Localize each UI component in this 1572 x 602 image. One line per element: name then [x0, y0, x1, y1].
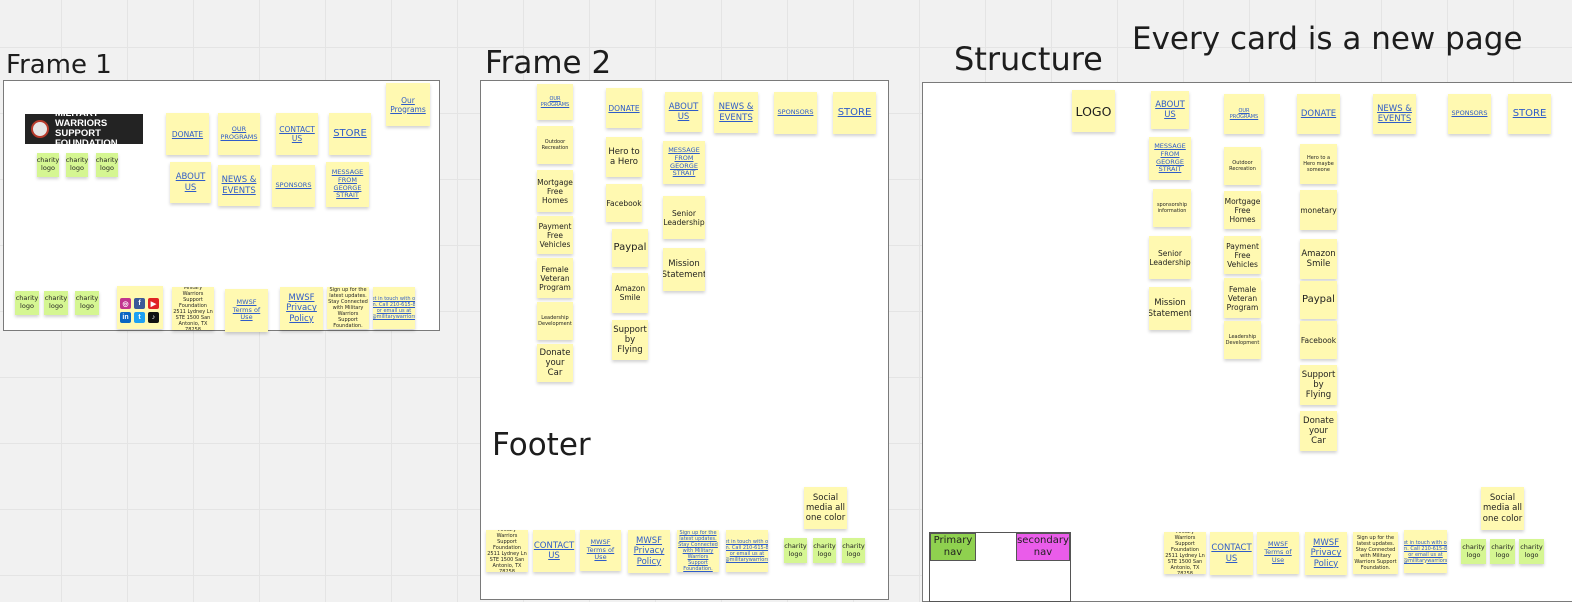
sticky-payment-free-vehicles[interactable]: Payment Free Vehicles	[1224, 236, 1261, 274]
sticky-news-events[interactable]: NEWS & EVENTS	[1373, 94, 1416, 134]
sticky-donate-your-car[interactable]: Donate your Car	[1300, 411, 1337, 451]
sticky-sponsors[interactable]: SPONSORS	[272, 165, 315, 207]
sticky-mortgage-free-homes[interactable]: Mortgage Free Homes	[1224, 191, 1261, 229]
sticky-address[interactable]: Military Warriors Support Foundation 251…	[486, 530, 528, 572]
sticky-about-us[interactable]: ABOUT US	[665, 92, 702, 132]
sticky-senior-leadership[interactable]: Senior Leadership	[1149, 236, 1191, 279]
sticky-contact-us[interactable]: CONTACT US	[276, 113, 318, 155]
instagram-icon[interactable]: ◎	[120, 298, 131, 309]
sticky-outdoor-recreation[interactable]: Outdoor Recreation	[537, 126, 573, 164]
sticky-store[interactable]: STORE	[329, 113, 371, 155]
sticky-hero-to-hero[interactable]: Hero to a Hero	[606, 137, 642, 177]
sticky-privacy-policy[interactable]: MWSF Privacy Policy	[1305, 532, 1347, 575]
sticky-terms-of-use[interactable]: MWSF Terms of Use	[1257, 532, 1299, 574]
sticky-privacy-policy[interactable]: MWSF Privacy Policy	[628, 530, 670, 573]
sticky-payment-free-vehicles[interactable]: Payment Free Vehicles	[537, 216, 573, 254]
footer-title: Footer	[492, 427, 591, 463]
sticky-mission-statement[interactable]: Mission Statement	[663, 248, 705, 291]
charity-logo-2[interactable]: charity logo	[1490, 539, 1515, 564]
sticky-logo[interactable]: LOGO	[1072, 90, 1115, 132]
sticky-sponsors[interactable]: SPONSORS	[1448, 94, 1491, 134]
sticky-sponsorship-info[interactable]: sponsorship information	[1153, 189, 1191, 227]
sticky-help-text[interactable]: Get in touch with our team. Call 210-615…	[373, 287, 415, 329]
sticky-amazon-smile[interactable]: Amazon Smile	[612, 273, 648, 313]
charity-logo-1[interactable]: charity logo	[37, 153, 59, 177]
sticky-leadership-development[interactable]: Leadership Development	[1224, 321, 1261, 359]
sticky-address[interactable]: Military Warriors Support Foundation 251…	[1164, 532, 1206, 574]
sticky-hero-to-hero[interactable]: Hero to a Hero maybe someone	[1300, 144, 1337, 184]
sticky-privacy-policy[interactable]: MWSF Privacy Policy	[280, 287, 323, 330]
sticky-store[interactable]: STORE	[833, 92, 876, 134]
sticky-social-media[interactable]: Social media all one color	[804, 487, 847, 529]
sticky-mortgage-free-homes[interactable]: Mortgage Free Homes	[537, 170, 573, 212]
sticky-facebook[interactable]: Facebook	[606, 184, 642, 222]
charity-logo-2[interactable]: charity logo	[813, 538, 836, 563]
sticky-paypal[interactable]: Paypal	[1300, 281, 1337, 319]
charity-logo-4[interactable]: charity logo	[15, 291, 39, 315]
sticky-donate[interactable]: DONATE	[1297, 94, 1340, 134]
sticky-terms-of-use[interactable]: MWSF Terms of Use	[225, 289, 268, 332]
sticky-female-veteran-program[interactable]: Female Veteran Program	[537, 258, 573, 298]
charity-logo-2[interactable]: charity logo	[66, 153, 88, 177]
sticky-message-george-strait[interactable]: MESSAGE FROM GEORGE STRAIT	[326, 162, 369, 207]
charity-logo-3[interactable]: charity logo	[96, 153, 118, 177]
sticky-support-by-flying[interactable]: Support by Flying	[1300, 365, 1337, 405]
sticky-social-media[interactable]: Social media all one color	[1481, 487, 1524, 530]
seal-icon	[31, 120, 49, 138]
sticky-leadership-development[interactable]: Leadership Development	[537, 302, 573, 340]
sticky-terms-of-use[interactable]: MWSF Terms of Use	[580, 530, 621, 571]
tiktok-icon[interactable]: ♪	[148, 312, 159, 323]
sticky-monetary[interactable]: monetary	[1300, 190, 1337, 230]
sticky-our-programs[interactable]: OUR PROGRAMS	[537, 84, 573, 120]
sticky-news-events[interactable]: NEWS & EVENTS	[218, 165, 260, 206]
youtube-icon[interactable]: ▶	[148, 298, 159, 309]
secondary-nav-swatch[interactable]: secondary nav	[1016, 533, 1070, 561]
sticky-sign-up[interactable]: Sign up for the latest updates. Stay Con…	[327, 287, 369, 329]
sticky-paypal[interactable]: Paypal	[612, 229, 648, 267]
charity-logo-1[interactable]: charity logo	[784, 538, 807, 563]
charity-logo-5[interactable]: charity logo	[44, 291, 68, 315]
sticky-sign-up[interactable]: Sign up for the latest updates. Stay Con…	[677, 530, 719, 572]
sticky-our-programs-nav[interactable]: OUR PROGRAMS	[218, 113, 260, 155]
sticky-donate[interactable]: DONATE	[606, 88, 642, 128]
sticky-sponsors[interactable]: SPONSORS	[774, 92, 817, 134]
mwsf-logo: MILITARY WARRIORS SUPPORT FOUNDATION	[25, 109, 143, 148]
sticky-store[interactable]: STORE	[1508, 94, 1551, 134]
sticky-about-us[interactable]: ABOUT US	[170, 162, 211, 203]
sticky-sign-up[interactable]: Sign up for the latest updates. Stay Con…	[1353, 532, 1398, 574]
twitter-icon[interactable]: t	[134, 312, 145, 323]
sticky-donate[interactable]: DONATE	[166, 113, 209, 155]
sticky-amazon-smile[interactable]: Amazon Smile	[1300, 239, 1337, 279]
sticky-message-george-strait[interactable]: MESSAGE FROM GEORGE STRAIT	[663, 141, 705, 184]
charity-logo-3[interactable]: charity logo	[842, 538, 865, 563]
charity-logo-6[interactable]: charity logo	[75, 291, 99, 315]
facebook-icon[interactable]: f	[134, 298, 145, 309]
charity-logo-1[interactable]: charity logo	[1461, 539, 1486, 564]
sticky-female-veteran-program[interactable]: Female Veteran Program	[1224, 278, 1261, 318]
sticky-news-events[interactable]: NEWS & EVENTS	[714, 92, 758, 133]
sticky-donate-your-car[interactable]: Donate your Car	[537, 344, 573, 382]
sticky-address[interactable]: Military Warriors Support Foundation 251…	[172, 287, 214, 330]
structure-title: Structure	[954, 40, 1103, 78]
frame-2-title: Frame 2	[485, 45, 612, 81]
sticky-senior-leadership[interactable]: Senior Leadership	[663, 196, 705, 239]
sticky-our-programs[interactable]: Our Programs	[386, 83, 430, 126]
sticky-contact-us[interactable]: CONTACT US	[533, 530, 575, 572]
social-icons-note[interactable]: ◎ f ▶ in t ♪	[117, 286, 163, 329]
charity-logo-3[interactable]: charity logo	[1519, 539, 1544, 564]
sticky-facebook[interactable]: Facebook	[1300, 321, 1337, 359]
primary-nav-swatch[interactable]: Primary nav	[930, 533, 976, 561]
frame-1-title: Frame 1	[6, 50, 112, 80]
sticky-mission-statement[interactable]: Mission Statement	[1149, 287, 1191, 330]
every-card-note: Every card is a new page	[1132, 21, 1523, 57]
sticky-message-george-strait[interactable]: MESSAGE FROM GEORGE STRAIT	[1149, 137, 1191, 180]
sticky-help-text[interactable]: Get in touch with our team. Call 210-615…	[1404, 530, 1447, 573]
sticky-about-us[interactable]: ABOUT US	[1151, 91, 1189, 129]
sticky-outdoor-recreation[interactable]: Outdoor Recreation	[1224, 147, 1261, 185]
sticky-support-by-flying[interactable]: Support by Flying	[612, 320, 648, 360]
sticky-help-text[interactable]: Get in touch with our team. Call 210-615…	[726, 530, 768, 572]
sticky-our-programs[interactable]: OUR PROGRAMS	[1224, 94, 1264, 134]
linkedin-icon[interactable]: in	[120, 312, 131, 323]
sticky-contact-us[interactable]: CONTACT US	[1210, 532, 1253, 575]
